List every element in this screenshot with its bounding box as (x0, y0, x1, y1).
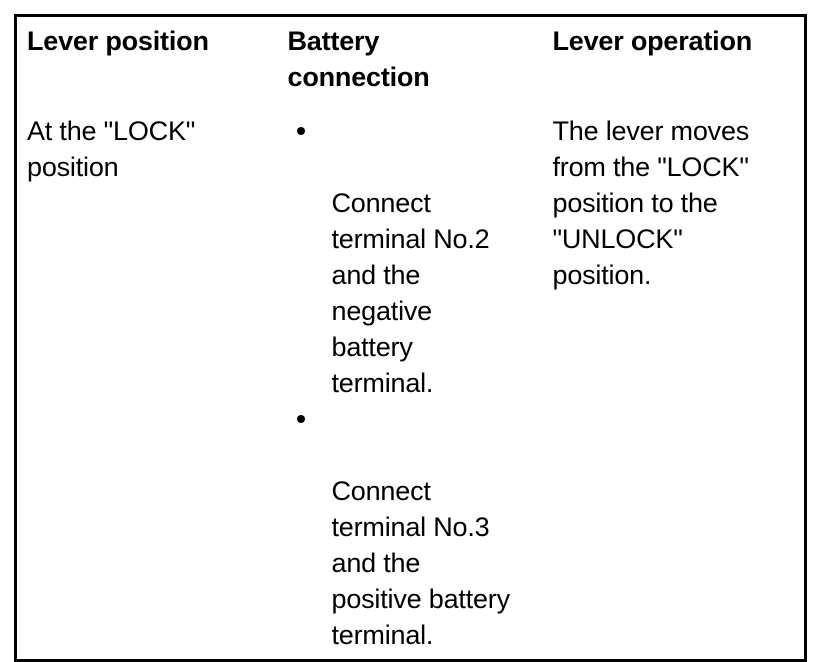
list-item: Connect terminal No.2 and the negative b… (288, 113, 535, 401)
bullet-dot-icon (296, 415, 305, 423)
header-cell-inner: Lever operation (543, 17, 805, 65)
body-cell-inner: Connect terminal No.2 and the negative b… (278, 107, 543, 659)
lever-position-value: At the "LOCK" position (27, 116, 196, 182)
battery-connection-bullet-list: Connect terminal No.2 and the negative b… (288, 113, 535, 653)
body-cell-inner: At the "LOCK" position (17, 107, 278, 191)
list-item-text: Connect terminal No.3 and the positive b… (331, 476, 511, 650)
page-root: Lever position Battery connection Lever … (14, 14, 807, 662)
table-row: At the "LOCK" position Connect terminal … (15, 107, 806, 661)
table-header-row: Lever position Battery connection Lever … (15, 15, 806, 107)
column-header-lever-position: Lever position (27, 26, 209, 56)
lever-position-battery-connection-table: Lever position Battery connection Lever … (14, 14, 807, 662)
cell-lever-operation: The lever moves from the "LOCK" position… (542, 107, 806, 661)
lever-operation-value: The lever moves from the "LOCK" position… (552, 116, 750, 290)
list-item-text: Connect terminal No.2 and the negative b… (331, 188, 490, 398)
header-cell-inner: Battery connection (278, 17, 543, 101)
header-cell-battery-connection: Battery connection (277, 15, 543, 107)
column-header-lever-operation: Lever operation (552, 26, 753, 56)
bullet-dot-icon (296, 127, 305, 135)
body-cell-inner: The lever moves from the "LOCK" position… (543, 107, 805, 299)
header-cell-inner: Lever position (17, 17, 278, 65)
column-header-battery-connection: Battery connection (287, 26, 430, 92)
cell-lever-position: At the "LOCK" position (15, 107, 278, 661)
cell-battery-connection: Connect terminal No.2 and the negative b… (277, 107, 543, 661)
header-cell-lever-position: Lever position (15, 15, 278, 107)
header-cell-lever-operation: Lever operation (542, 15, 806, 107)
list-item: Connect terminal No.3 and the positive b… (288, 401, 535, 653)
